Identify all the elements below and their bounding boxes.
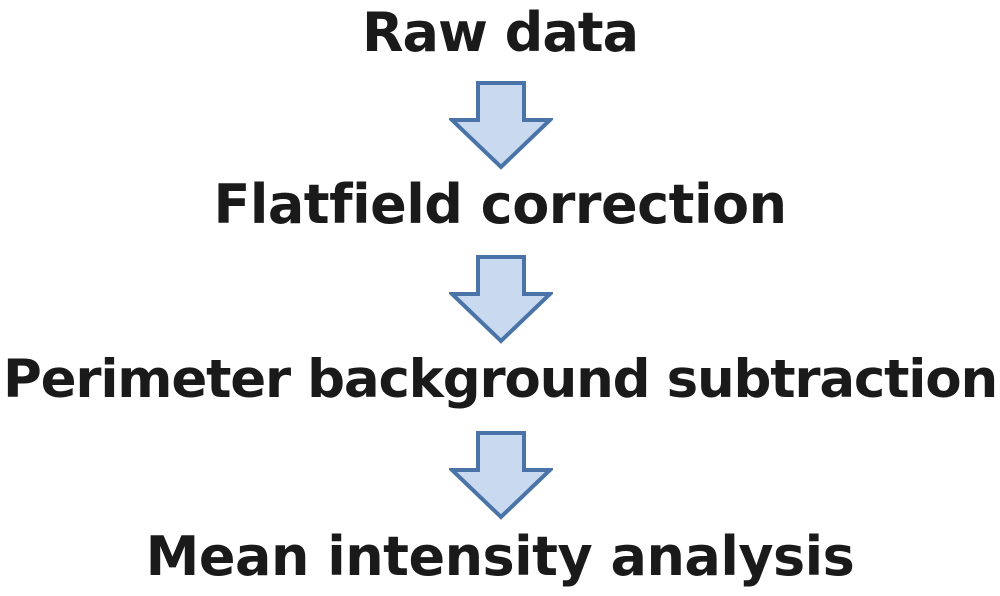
step-mean-intensity-analysis: Mean intensity analysis <box>145 525 855 588</box>
step-raw-data: Raw data <box>361 1 639 64</box>
down-arrow-icon <box>449 255 553 344</box>
step-flatfield-correction: Flatfield correction <box>213 173 787 236</box>
step-perimeter-background-subtraction: Perimeter background subtraction <box>3 349 998 410</box>
down-arrow-icon <box>449 431 553 520</box>
down-arrow-icon <box>449 81 553 170</box>
